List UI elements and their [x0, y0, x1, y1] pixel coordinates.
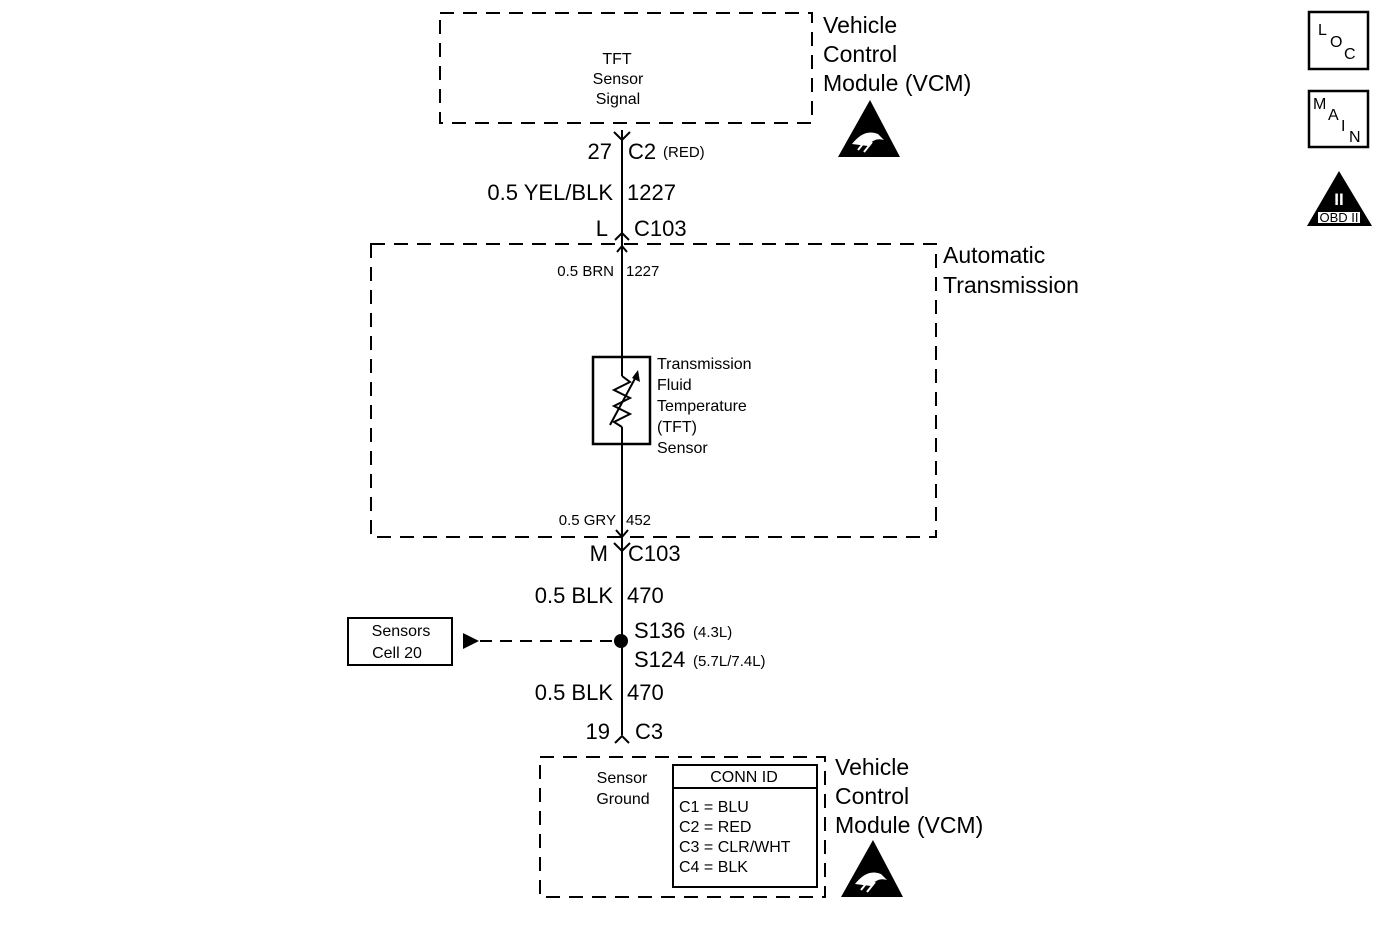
c103-bottom-name: C103 — [628, 541, 681, 566]
c2-name: C2 — [628, 139, 656, 164]
tft-sensor-label-line-3: Temperature — [657, 398, 747, 415]
esd-warning-icon — [838, 100, 900, 157]
connector-c2-symbol — [613, 131, 631, 142]
wire-lower-1-gauge: 0.5 BLK — [535, 583, 614, 608]
c3-pin: 19 — [586, 719, 610, 744]
loc-icon[interactable]: L O C — [1307, 10, 1370, 71]
wire-upper-circuit: 1227 — [627, 180, 676, 205]
loc-icon-letter: C — [1344, 46, 1356, 63]
obd-ii-roman: II — [1334, 190, 1343, 209]
conn-id-title: CONN ID — [710, 769, 778, 786]
sensors-cell-line-1: Sensors — [372, 623, 431, 640]
trans-bottom-wire-gauge: 0.5 GRY — [559, 512, 616, 529]
transmission-bottom-arrow — [615, 529, 629, 539]
main-icon-letter: N — [1349, 129, 1361, 146]
vcm-bottom-inner-line-2: Ground — [596, 791, 649, 808]
splice-s2: S124 — [634, 647, 685, 672]
wire-upper-gauge: 0.5 YEL/BLK — [487, 180, 613, 205]
obd-ii-text: OBD II — [1319, 210, 1358, 225]
sensors-cell-box[interactable] — [347, 617, 453, 666]
conn-id-row: C1 = BLU — [679, 799, 749, 816]
tft-sensor-label-line-4: (TFT) — [657, 419, 697, 436]
vcm-top-inner-line-1: TFT — [602, 51, 632, 68]
c2-color: (RED) — [663, 144, 705, 161]
transmission-label-line-2: Transmission — [943, 272, 1079, 298]
splice-s1-note: (4.3L) — [693, 624, 732, 641]
connector-c103-bottom-symbol — [613, 542, 631, 553]
c2-pin: 27 — [588, 139, 612, 164]
vcm-top-label-line-3: Module (VCM) — [823, 70, 971, 96]
splice-s2-note: (5.7L/7.4L) — [693, 653, 766, 670]
vcm-bottom-inner-line-1: Sensor — [597, 770, 648, 787]
thermistor-icon — [609, 357, 640, 444]
obd-ii-icon[interactable]: II OBD II — [1307, 171, 1372, 226]
vcm-top-box — [439, 12, 813, 124]
trans-top-wire-gauge: 0.5 BRN — [557, 263, 614, 280]
main-icon-letter: M — [1313, 96, 1326, 113]
tft-sensor-label-line-5: Sensor — [657, 440, 708, 457]
vcm-top-label-line-2: Control — [823, 41, 897, 67]
vcm-top-inner-line-3: Signal — [596, 91, 640, 108]
c3-name: C3 — [635, 719, 663, 744]
conn-id-row: C2 = RED — [679, 819, 751, 836]
wire-lower-2-circuit: 470 — [627, 680, 664, 705]
wire-lower-2-gauge: 0.5 BLK — [535, 680, 614, 705]
trans-top-wire-circuit: 1227 — [626, 263, 659, 280]
transmission-box — [370, 243, 937, 538]
c103-top-name: C103 — [634, 216, 687, 241]
vcm-top-inner-line-2: Sensor — [593, 71, 644, 88]
conn-id-row: C4 = BLK — [679, 859, 748, 876]
connector-c3-symbol — [614, 734, 630, 744]
reference-arrow-icon — [463, 633, 479, 649]
c103-bottom-pin: M — [590, 541, 608, 566]
loc-icon-letter: L — [1318, 22, 1327, 39]
connector-c103-top-symbol — [614, 231, 630, 241]
vcm-top-label-line-1: Vehicle — [823, 12, 897, 38]
esd-warning-icon — [841, 840, 903, 897]
main-icon-letter: A — [1328, 107, 1339, 124]
sensors-cell-line-2: Cell 20 — [372, 645, 422, 662]
transmission-top-arrow — [616, 244, 628, 253]
splice-dot — [614, 634, 628, 648]
conn-id-row: C3 = CLR/WHT — [679, 839, 791, 856]
conn-id-table — [672, 764, 818, 888]
tft-sensor-label-line-2: Fluid — [657, 377, 692, 394]
main-icon[interactable]: M A I N — [1307, 89, 1370, 149]
loc-icon-letter: O — [1330, 34, 1342, 51]
trans-bottom-wire-circuit: 452 — [626, 512, 651, 529]
splice-s1: S136 — [634, 618, 685, 643]
c103-top-pin: L — [596, 216, 608, 241]
tft-sensor-label-line-1: Transmission — [657, 356, 752, 373]
transmission-label-line-1: Automatic — [943, 242, 1045, 268]
main-icon-letter: I — [1341, 118, 1345, 135]
vcm-bottom-label-line-3: Module (VCM) — [835, 812, 983, 838]
vcm-bottom-box — [539, 756, 826, 898]
vcm-bottom-label-line-1: Vehicle — [835, 754, 909, 780]
vcm-bottom-label-line-2: Control — [835, 783, 909, 809]
wire-lower-1-circuit: 470 — [627, 583, 664, 608]
